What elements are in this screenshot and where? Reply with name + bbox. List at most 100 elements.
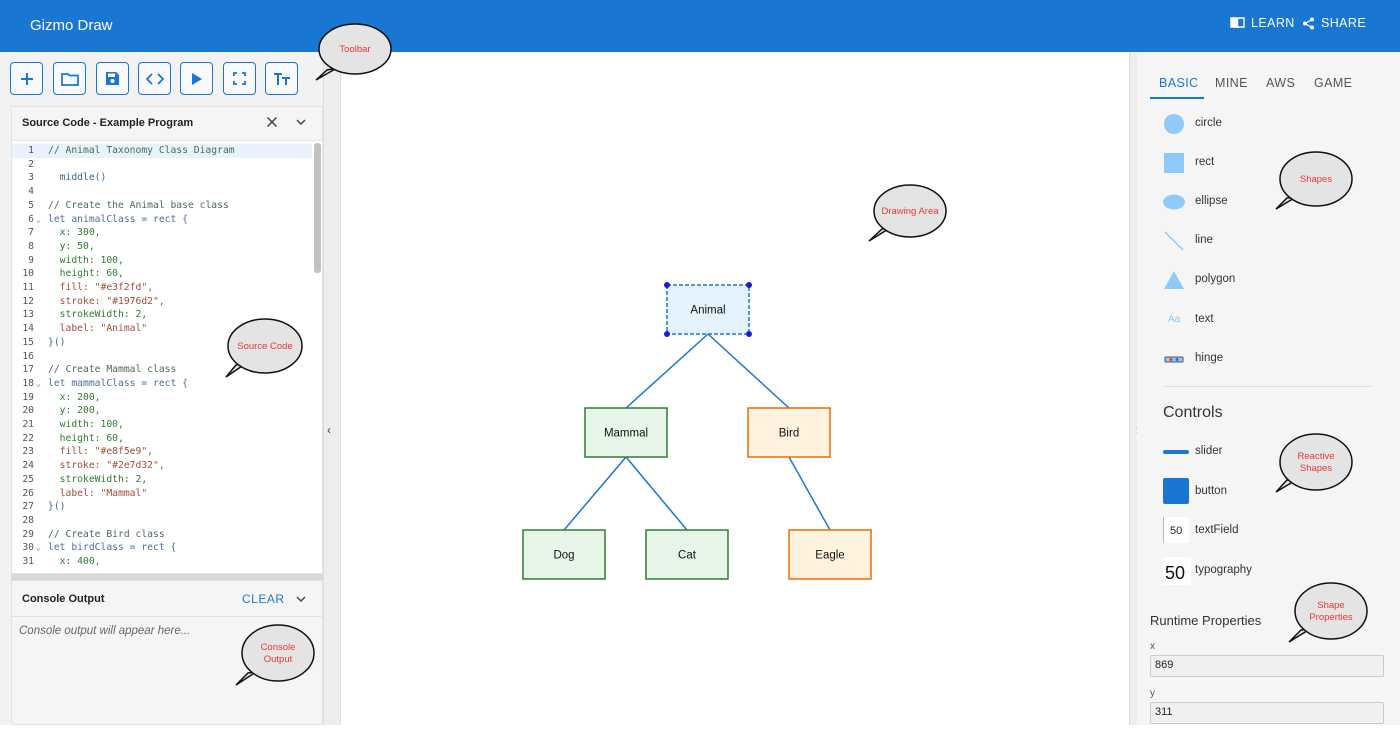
save-button[interactable] bbox=[96, 62, 129, 95]
code-line[interactable]: 29// Create Bird class bbox=[12, 528, 312, 542]
code-line[interactable]: 18⌄let mammalClass = rect { bbox=[12, 377, 312, 391]
edge-mammal-cat[interactable] bbox=[625, 456, 688, 531]
right-divider[interactable] bbox=[1129, 52, 1137, 725]
node-box[interactable] bbox=[747, 407, 831, 458]
palette-item-slider[interactable]: slider bbox=[1163, 441, 1293, 463]
code-line[interactable]: 1// Animal Taxonomy Class Diagram bbox=[12, 144, 312, 158]
palette-label: line bbox=[1195, 234, 1213, 246]
code-line[interactable]: 16 bbox=[12, 350, 312, 364]
palette-item-textfield[interactable]: 50 textField bbox=[1163, 517, 1293, 543]
code-line[interactable]: 6⌄let animalClass = rect { bbox=[12, 213, 312, 227]
code-line[interactable]: 22 height: 60, bbox=[12, 432, 312, 446]
node-bird[interactable]: Bird bbox=[747, 407, 831, 458]
clear-button[interactable]: CLEAR bbox=[242, 592, 285, 606]
code-line[interactable]: 19 x: 200, bbox=[12, 391, 312, 405]
palette-item-ellipse[interactable]: ellipse bbox=[1163, 191, 1293, 213]
code-line[interactable]: 14 label: "Animal" bbox=[12, 322, 312, 336]
palette-item-button[interactable]: button bbox=[1163, 478, 1293, 504]
palette-item-rect[interactable]: rect bbox=[1163, 152, 1293, 174]
node-box[interactable] bbox=[666, 284, 750, 335]
tab-basic[interactable]: BASIC bbox=[1159, 76, 1199, 90]
code-line[interactable]: 28 bbox=[12, 514, 312, 528]
selection-handle[interactable] bbox=[664, 331, 670, 337]
code-line[interactable]: 31 x: 400, bbox=[12, 555, 312, 569]
code-line[interactable]: 27}() bbox=[12, 500, 312, 514]
scroll-thumb[interactable] bbox=[314, 143, 321, 273]
node-box[interactable] bbox=[584, 407, 668, 458]
code-line[interactable]: 5// Create the Animal base class bbox=[12, 199, 312, 213]
fold-chevron-icon[interactable]: ⌄ bbox=[36, 214, 41, 224]
code-line[interactable]: 11 fill: "#e3f2fd", bbox=[12, 281, 312, 295]
code-line[interactable]: 24 stroke: "#2e7d32", bbox=[12, 459, 312, 473]
chevron-down-icon[interactable] bbox=[296, 118, 306, 126]
node-dog[interactable]: Dog bbox=[522, 529, 606, 580]
code-line[interactable]: 8 y: 50, bbox=[12, 240, 312, 254]
palette-item-typography[interactable]: 50 typography bbox=[1163, 557, 1293, 585]
node-box[interactable] bbox=[645, 529, 729, 580]
typography-icon: 50 bbox=[1163, 557, 1191, 585]
code-line[interactable]: 9 width: 100, bbox=[12, 254, 312, 268]
edge-animal-mammal[interactable] bbox=[625, 333, 709, 409]
code-text: strokeWidth: 2, bbox=[48, 473, 148, 485]
open-button[interactable] bbox=[53, 62, 86, 95]
prop-input-y[interactable]: 311 bbox=[1150, 702, 1384, 724]
code-line[interactable]: 3 middle() bbox=[12, 171, 312, 185]
line-number: 1 bbox=[28, 145, 34, 156]
code-line[interactable]: 10 height: 60, bbox=[12, 267, 312, 281]
code-line[interactable]: 13 strokeWidth: 2, bbox=[12, 308, 312, 322]
selection-handle[interactable] bbox=[746, 282, 752, 288]
node-eagle[interactable]: Eagle bbox=[788, 529, 872, 580]
tab-mine[interactable]: MINE bbox=[1215, 76, 1248, 90]
code-line[interactable]: 21 width: 100, bbox=[12, 418, 312, 432]
palette-item-circle[interactable]: circle bbox=[1163, 113, 1293, 135]
node-mammal[interactable]: Mammal bbox=[584, 407, 668, 458]
code-line[interactable]: 2 bbox=[12, 158, 312, 172]
learn-button[interactable]: LEARN bbox=[1230, 16, 1295, 30]
fold-chevron-icon[interactable]: ⌄ bbox=[36, 543, 41, 553]
code-button[interactable] bbox=[138, 62, 171, 95]
node-box[interactable] bbox=[788, 529, 872, 580]
text-size-button[interactable] bbox=[265, 62, 298, 95]
line-number: 3 bbox=[28, 172, 34, 184]
node-box[interactable] bbox=[522, 529, 606, 580]
code-line[interactable]: 30⌄let birdClass = rect { bbox=[12, 541, 312, 555]
chevron-down-icon[interactable] bbox=[296, 595, 306, 603]
prop-input-x[interactable]: 869 bbox=[1150, 655, 1384, 677]
code-line[interactable]: 23 fill: "#e8f5e9", bbox=[12, 445, 312, 459]
selection-handle[interactable] bbox=[746, 331, 752, 337]
code-line[interactable]: 15}() bbox=[12, 336, 312, 350]
code-line[interactable]: 20 y: 200, bbox=[12, 404, 312, 418]
share-button[interactable]: SHARE bbox=[1302, 16, 1366, 30]
palette-item-polygon[interactable]: polygon bbox=[1163, 269, 1293, 291]
palette-label: rect bbox=[1195, 156, 1215, 168]
edge-bird-eagle[interactable] bbox=[788, 456, 831, 531]
code-line[interactable]: 7 x: 300, bbox=[12, 226, 312, 240]
code-line[interactable]: 25 strokeWidth: 2, bbox=[12, 473, 312, 487]
panel-splitter[interactable] bbox=[11, 574, 323, 580]
chevron-left-icon[interactable]: ‹ bbox=[327, 423, 331, 437]
node-cat[interactable]: Cat bbox=[645, 529, 729, 580]
new-button[interactable] bbox=[10, 62, 43, 95]
edge-mammal-dog[interactable] bbox=[563, 456, 627, 531]
code-line[interactable]: 26 label: "Mammal" bbox=[12, 487, 312, 501]
code-line[interactable]: 4 bbox=[12, 185, 312, 199]
tab-aws[interactable]: AWS bbox=[1266, 76, 1296, 90]
node-animal[interactable]: Animal bbox=[664, 282, 752, 337]
close-icon[interactable] bbox=[266, 116, 278, 128]
code-line[interactable]: 17// Create Mammal class bbox=[12, 363, 312, 377]
tab-game[interactable]: GAME bbox=[1314, 76, 1353, 90]
palette-item-hinge[interactable]: hinge bbox=[1163, 348, 1293, 370]
run-button[interactable] bbox=[180, 62, 213, 95]
selection-handle[interactable] bbox=[664, 282, 670, 288]
code-line[interactable]: 12 stroke: "#1976d2", bbox=[12, 295, 312, 309]
palette-item-line[interactable]: line bbox=[1163, 230, 1293, 252]
fullscreen-button[interactable] bbox=[223, 62, 256, 95]
edge-animal-bird[interactable] bbox=[707, 333, 790, 409]
fold-chevron-icon[interactable]: ⌄ bbox=[36, 378, 41, 388]
code-scrollbar[interactable] bbox=[314, 143, 321, 573]
palette-item-text[interactable]: Aa text bbox=[1163, 309, 1293, 331]
left-divider[interactable]: ‹ bbox=[323, 52, 341, 725]
